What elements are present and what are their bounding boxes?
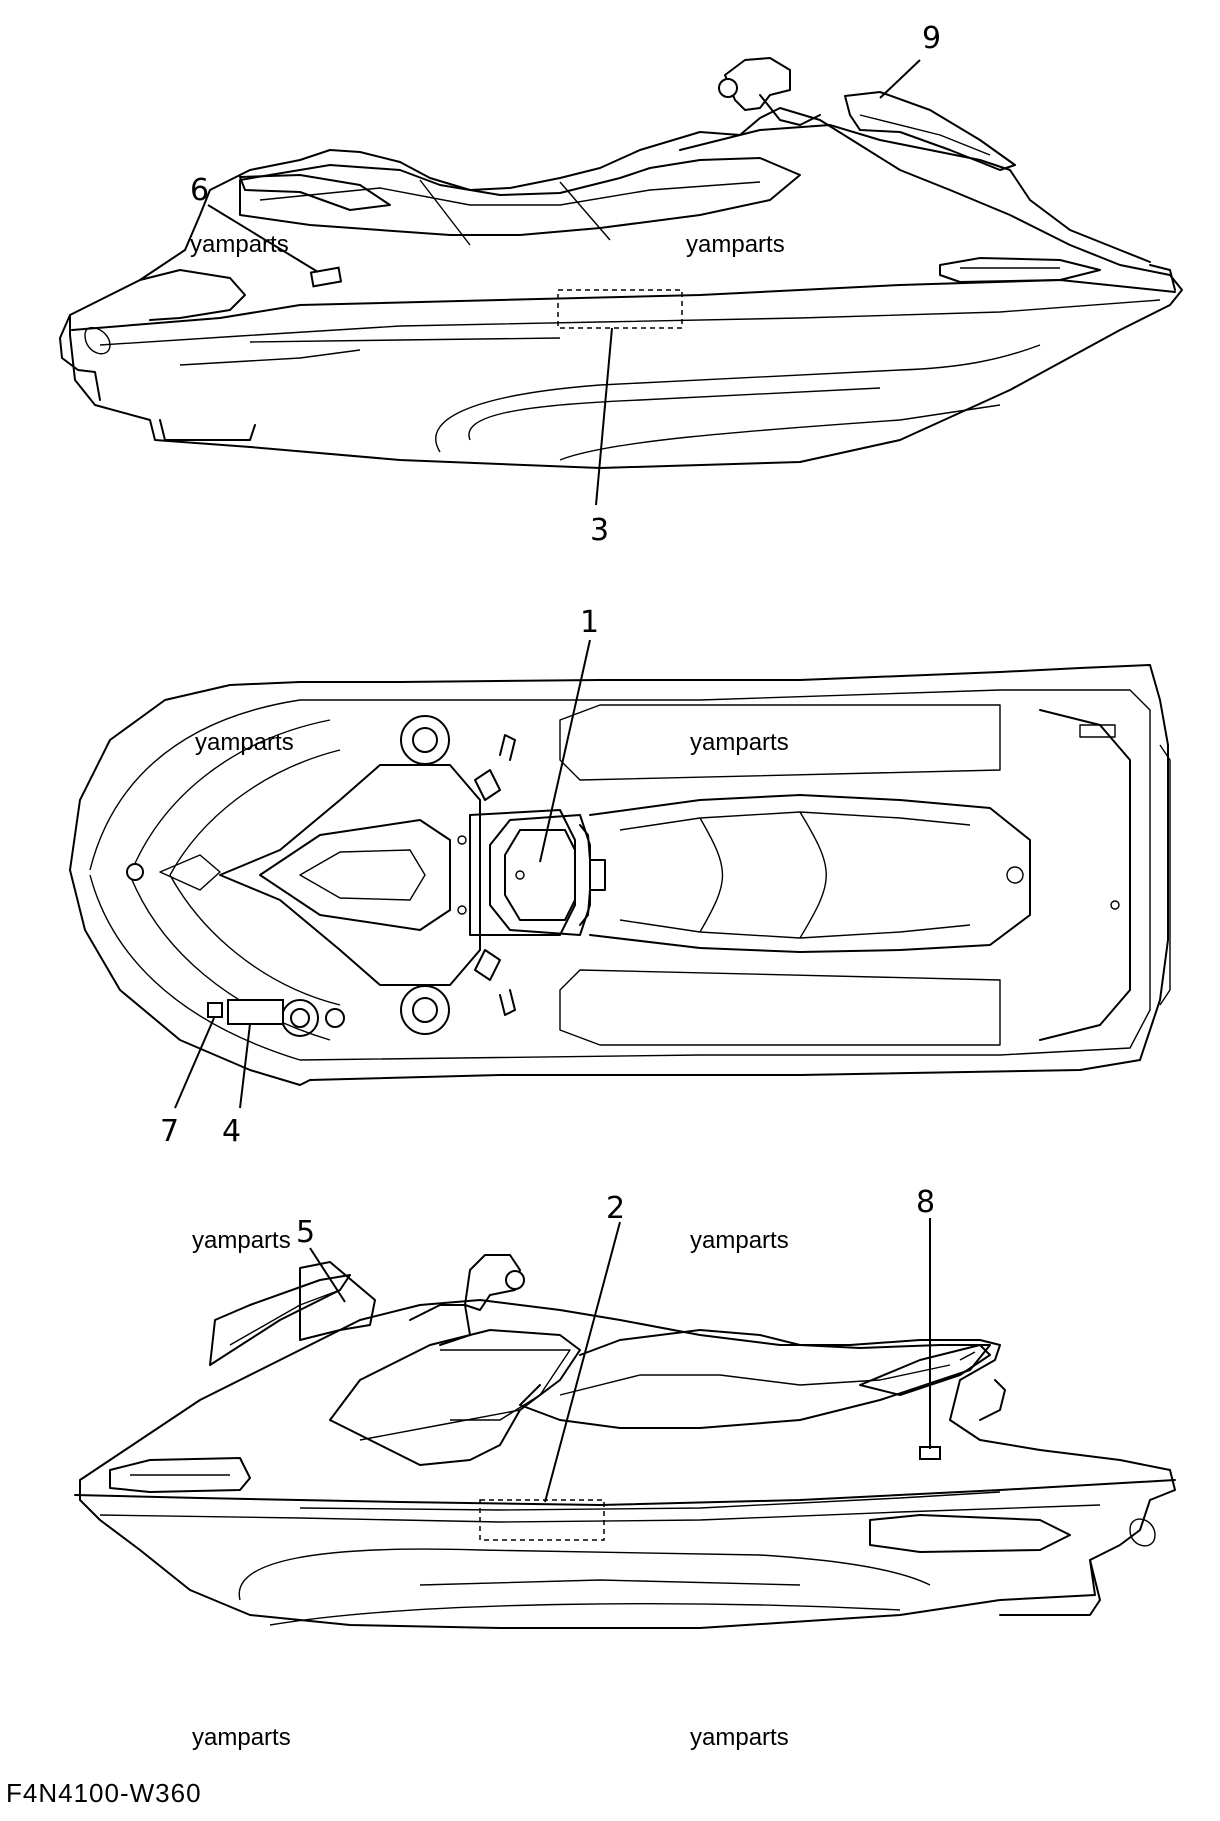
top-view: 1 7 4 yamparts yamparts xyxy=(69,605,1171,1149)
watermark-text: yamparts xyxy=(195,729,294,756)
decal-6 xyxy=(309,266,343,288)
watermark-text: yamparts xyxy=(192,1227,291,1254)
watermark-text: yamparts xyxy=(190,231,289,258)
callout-3: 3 xyxy=(590,513,609,548)
diagram-code: F4N4100-W360 xyxy=(6,1778,202,1808)
watermark-text: yamparts xyxy=(686,231,785,258)
watermark-text: yamparts xyxy=(192,1724,291,1751)
callout-7: 7 xyxy=(160,1114,179,1149)
decal-4 xyxy=(227,999,284,1025)
callout-4: 4 xyxy=(222,1114,241,1149)
callout-9: 9 xyxy=(922,21,941,56)
callout-5: 5 xyxy=(296,1215,315,1250)
callout-2: 2 xyxy=(606,1191,625,1226)
callout-8: 8 xyxy=(916,1185,935,1220)
decal-1 xyxy=(504,829,576,921)
side-view-starboard: 5 2 8 yamparts yamparts xyxy=(74,1185,1176,1629)
watermark-text: yamparts xyxy=(690,729,789,756)
watermark-text: yamparts xyxy=(690,1724,789,1751)
side-view-port: 6 3 9 yamparts yamparts xyxy=(59,21,1183,548)
callout-6: 6 xyxy=(190,173,209,208)
callout-1: 1 xyxy=(580,605,599,640)
decal-2-hidden xyxy=(479,1499,605,1541)
watermark-text: yamparts xyxy=(690,1227,789,1254)
decal-7 xyxy=(207,1002,223,1018)
